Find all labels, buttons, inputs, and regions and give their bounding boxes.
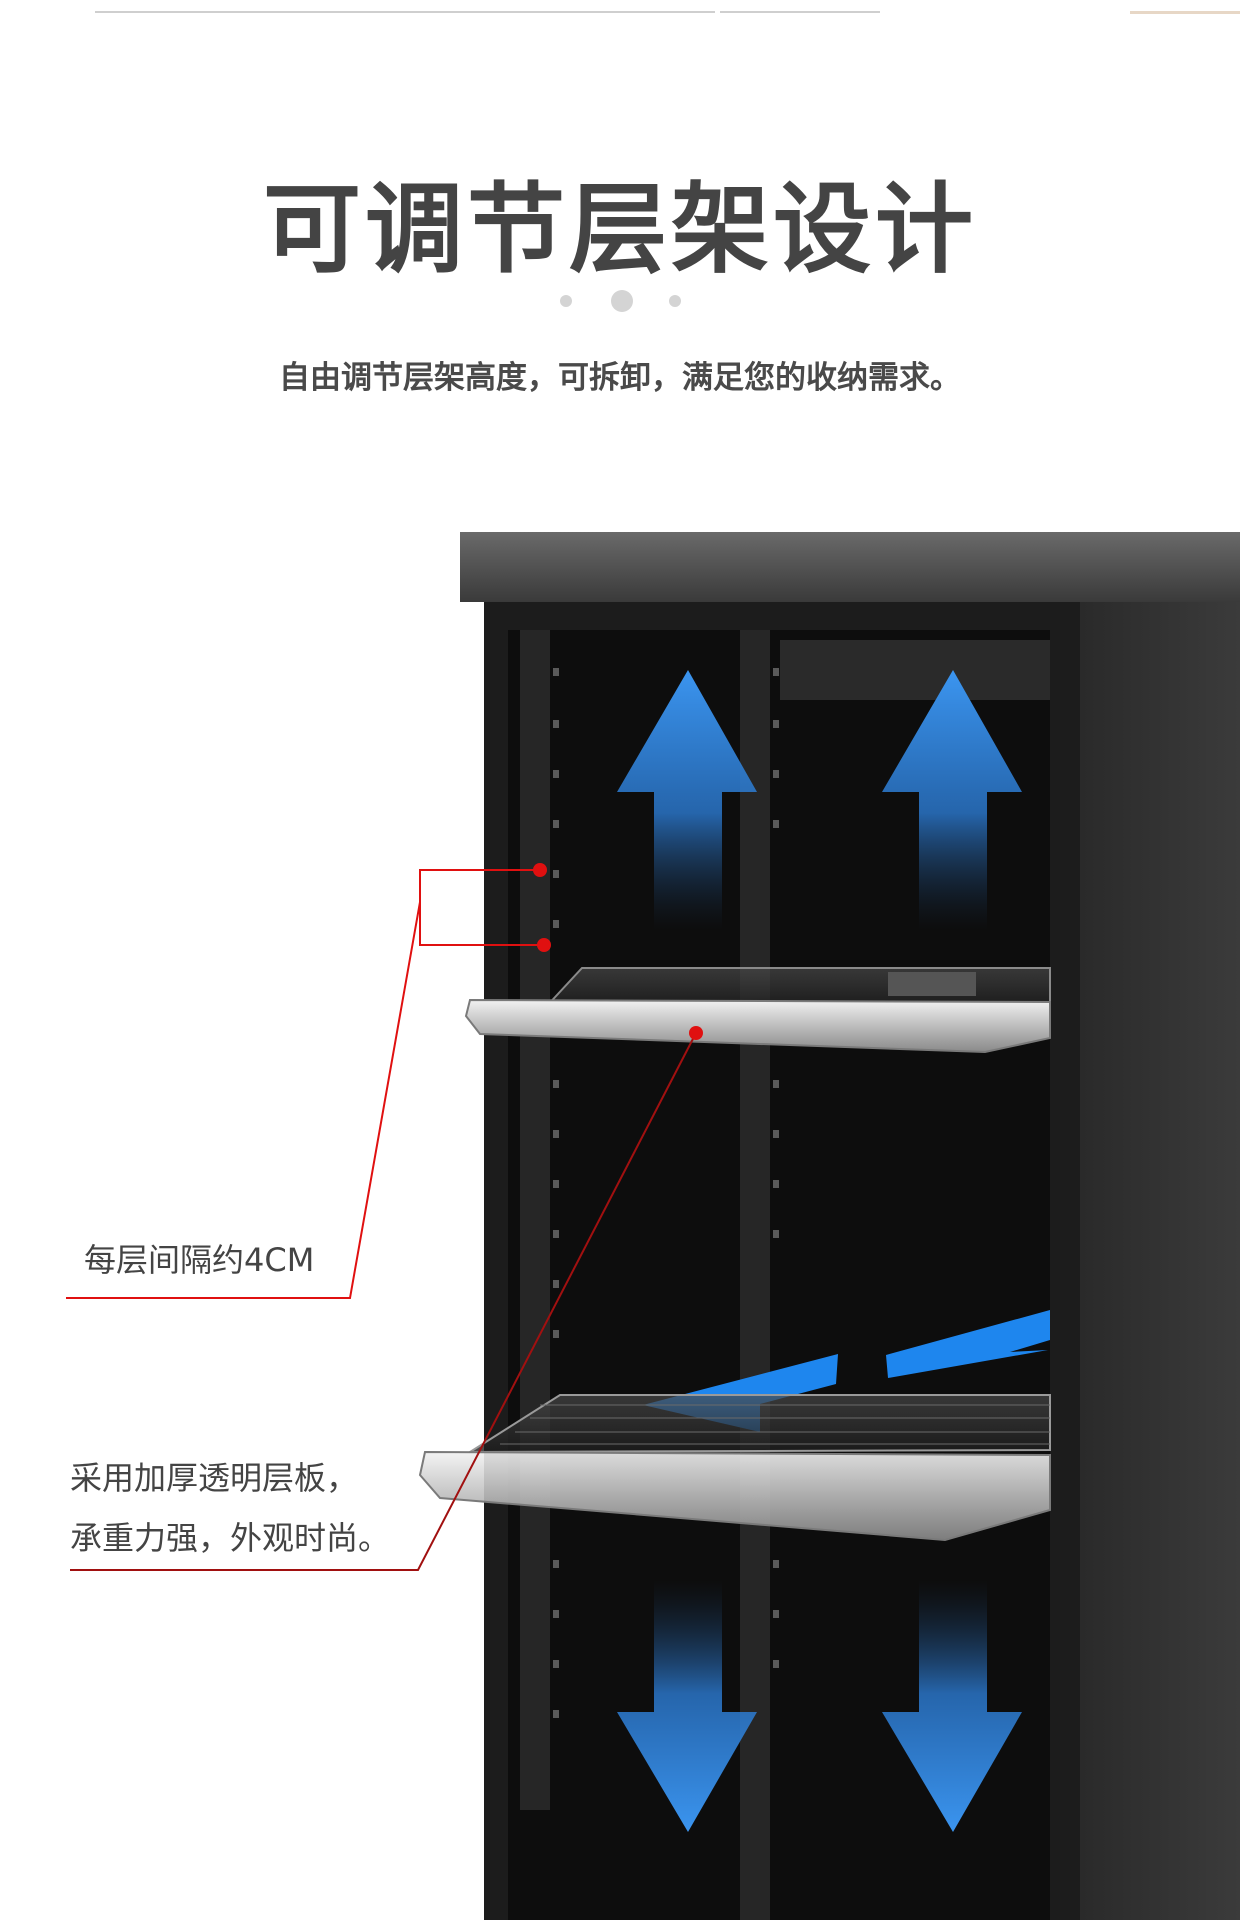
top-edge-strip	[0, 0, 1240, 14]
carousel-dot	[669, 295, 681, 307]
spacing-callout	[66, 869, 540, 1299]
lower-shelf-front-bar	[418, 1450, 1051, 1542]
cabinet-illustration	[0, 500, 1240, 1920]
upper-shelf-front-bar	[464, 998, 1051, 1054]
callout-dot	[533, 863, 547, 877]
shelf-note: 采用加厚透明层板， 承重力强，外观时尚。	[70, 1448, 390, 1568]
cabinet-back-highlight	[780, 640, 1050, 700]
cabinet-top-panel	[460, 532, 1240, 602]
upper-shelf-bracket	[888, 972, 976, 996]
page-title: 可调节层架设计	[262, 173, 977, 287]
lower-shelf-grid	[500, 1404, 1050, 1445]
carousel-dots	[0, 288, 1240, 314]
spacing-note: 每层间隔约4CM	[84, 1241, 315, 1279]
shelf-note-line-1: 采用加厚透明层板，	[70, 1459, 359, 1497]
callout-dot	[689, 1026, 703, 1040]
up-arrow-icon	[882, 670, 1022, 930]
left-arrow-icon	[886, 1310, 1050, 1378]
carousel-dot	[560, 295, 572, 307]
callout-dot	[537, 938, 551, 952]
up-arrow-icon	[617, 670, 757, 930]
shelf-note-line-2: 承重力强，外观时尚。	[70, 1519, 391, 1557]
down-arrow-icon	[882, 1580, 1022, 1832]
lower-shelf-panel	[466, 1394, 1051, 1454]
page-subtitle: 自由调节层架高度，可拆卸，满足您的收纳需求。	[279, 360, 961, 396]
down-arrow-icon	[617, 1580, 757, 1832]
carousel-dot-active	[611, 290, 633, 312]
shelf-callout	[70, 1032, 697, 1571]
cabinet-side-panel	[1080, 602, 1240, 1920]
adjustment-rails	[520, 630, 770, 1920]
rail-holes	[553, 668, 779, 1718]
